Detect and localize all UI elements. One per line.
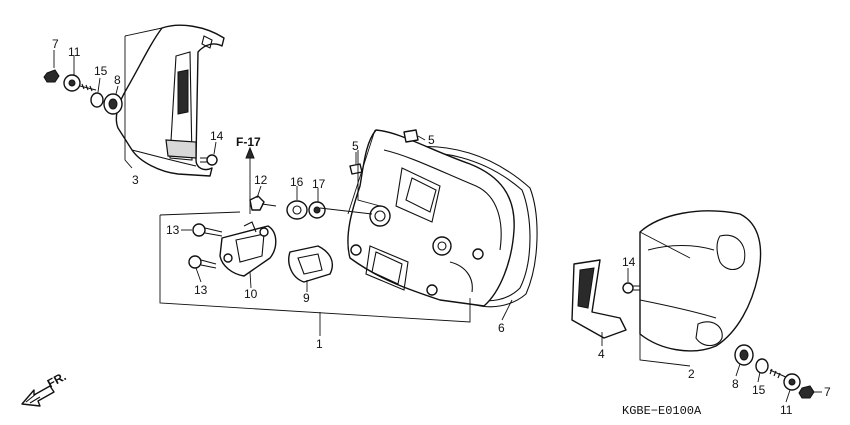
callout-16: 16 <box>290 175 304 189</box>
callout-13-bottom: 13 <box>194 283 208 297</box>
callout-15-left: 15 <box>94 64 108 78</box>
left-bolt-14 <box>200 154 218 166</box>
callout-7-right: 7 <box>824 385 831 399</box>
right-side-cover <box>639 210 762 352</box>
callout-8-right: 8 <box>732 377 739 391</box>
bracket-4 <box>571 259 627 339</box>
callout-5-mid: 5 <box>352 139 359 153</box>
callout-14-left: 14 <box>210 129 224 143</box>
bolts-13 <box>188 223 223 269</box>
grommets-5 <box>349 129 419 175</box>
callout-11-left: 11 <box>68 45 81 59</box>
callout-11-right: 11 <box>780 403 793 417</box>
callout-15-right: 15 <box>752 383 766 397</box>
callout-1: 1 <box>316 337 323 351</box>
breather-plate-10 <box>219 221 277 277</box>
callout-12: 12 <box>254 173 268 187</box>
left-side-cover <box>115 24 225 177</box>
callout-17: 17 <box>312 177 326 191</box>
diagram-code: KGBE−E0100A <box>622 404 702 418</box>
assembly-bracket-1 <box>159 129 471 323</box>
callout-3: 3 <box>132 173 139 187</box>
cylinder-head-cover <box>347 129 538 308</box>
gasket-9 <box>288 245 334 283</box>
callout-labels: 7 11 15 8 3 14 5 5 F-17 12 16 17 13 13 1… <box>52 37 831 417</box>
callout-8-left: 8 <box>114 73 121 87</box>
right-fasteners <box>734 344 815 399</box>
left-fasteners <box>43 69 123 115</box>
callout-2: 2 <box>688 367 695 381</box>
callout-7-left: 7 <box>52 37 59 51</box>
reference-f17: F-17 <box>236 135 261 149</box>
callout-4: 4 <box>598 347 605 361</box>
callout-10: 10 <box>244 287 258 301</box>
callout-13-top: 13 <box>166 223 180 237</box>
right-bolt-14 <box>622 282 640 294</box>
leader-lines <box>53 27 822 403</box>
front-direction-arrow: FR. <box>21 369 68 407</box>
callout-6: 6 <box>498 321 505 335</box>
callout-14-right: 14 <box>622 255 636 269</box>
callout-9: 9 <box>303 291 310 305</box>
callout-5-top: 5 <box>428 133 435 147</box>
bolt-washer-seal <box>249 195 326 220</box>
